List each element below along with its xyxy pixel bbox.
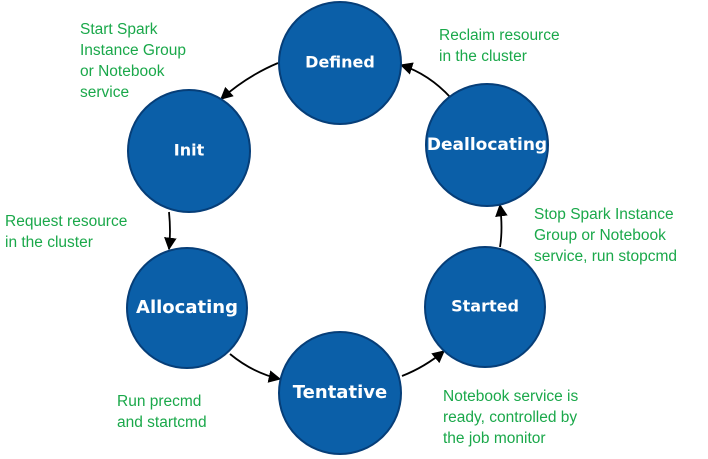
node-init[interactable]: Init [127, 89, 251, 213]
node-allocating-label: Allocating [136, 297, 238, 318]
note-service-ready: Notebook service is ready, controlled by… [443, 388, 579, 447]
edge-started-to-deallocating [495, 203, 508, 248]
node-allocating-circle [126, 247, 248, 369]
edge-defined-to-init [220, 62, 279, 100]
node-tentative-label: Tentative [293, 382, 387, 403]
node-deallocating[interactable]: Deallocating [425, 83, 549, 207]
node-deallocating-label: Deallocating [427, 135, 547, 155]
node-defined-circle [278, 1, 402, 125]
note-reclaim-resource: Reclaim resource in the cluster [439, 27, 560, 65]
note-stop-service: Stop Spark Instance Group or Notebook se… [534, 206, 677, 265]
edge-tentative-to-started [401, 350, 445, 377]
node-started-circle [424, 246, 546, 368]
note-request-resource: Request resource in the cluster [5, 213, 128, 251]
node-init-circle [127, 89, 251, 213]
note-start-service: Start Spark Instance Group or Notebook s… [80, 21, 186, 101]
edge-allocating-to-tentative [229, 353, 282, 383]
edge-init-to-allocating [164, 211, 177, 251]
node-started-label: Started [451, 297, 519, 316]
node-defined[interactable]: Defined [278, 1, 402, 125]
note-run-precmd: Run precmd and startcmd [117, 393, 207, 431]
node-allocating[interactable]: Allocating [126, 247, 248, 369]
node-deallocating-circle [425, 83, 549, 207]
edge-deallocating-to-defined [399, 62, 452, 99]
node-init-label: Init [174, 141, 205, 160]
node-tentative[interactable]: Tentative [278, 331, 402, 455]
node-defined-label: Defined [305, 53, 375, 72]
node-started[interactable]: Started [424, 246, 546, 368]
node-tentative-circle [278, 331, 402, 455]
